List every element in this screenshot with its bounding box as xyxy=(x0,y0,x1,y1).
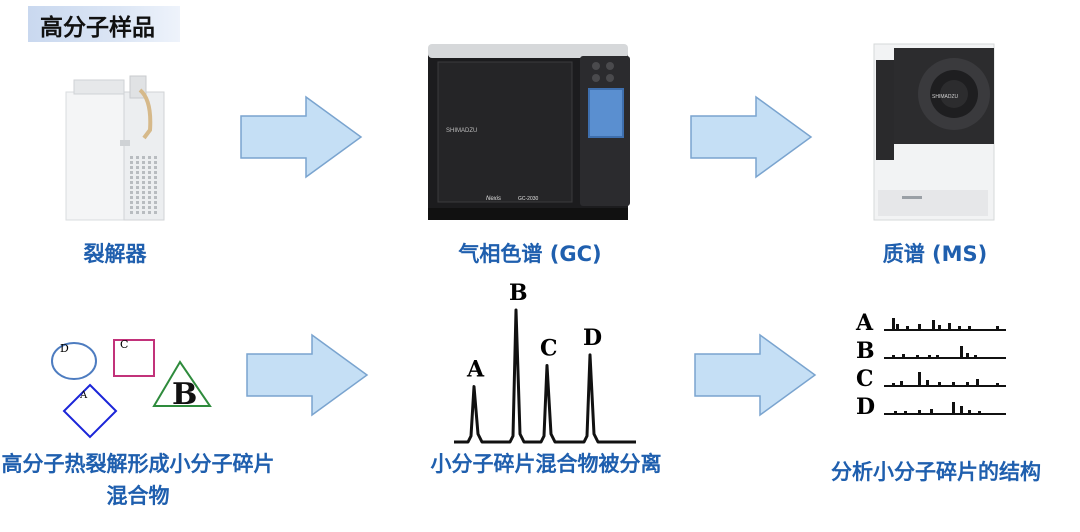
spectrum-bar xyxy=(960,406,963,414)
spectrum-bar xyxy=(916,355,919,358)
spectrum-bar xyxy=(928,355,931,358)
spectrum-bar xyxy=(958,326,961,330)
fragment-square xyxy=(113,339,155,377)
ms-instrument-image: SHIMADZU xyxy=(873,43,995,221)
spectrum-bar xyxy=(960,346,963,358)
gc-instrument-image: SHIMADZU Nexis GC-2030 xyxy=(428,44,630,220)
fragment-triangle-letter: B xyxy=(172,377,197,412)
separation-description: 小分子碎片混合物被分离 xyxy=(430,452,662,476)
spectrum-bar xyxy=(996,383,999,386)
spectrum-bar xyxy=(976,379,979,386)
spectrum-bar xyxy=(902,354,905,358)
gc-brand-text: SHIMADZU xyxy=(446,128,477,134)
spectrum-bar xyxy=(978,411,981,414)
page-title: 高分子样品 xyxy=(40,15,155,41)
spectrum-bar xyxy=(968,410,971,414)
spectrum-row-label: A xyxy=(855,310,874,336)
spectrum-bar xyxy=(966,353,969,358)
fragment-diamond-letter: A xyxy=(79,390,88,401)
fragment-square-letter: C xyxy=(120,338,128,351)
gc-model-number-text: GC-2030 xyxy=(518,196,539,202)
spectrum-bar xyxy=(966,382,969,386)
chromatogram-peak-label: B xyxy=(509,280,528,306)
spectrum-row-label: D xyxy=(856,394,875,420)
spectrum-row-label: C xyxy=(856,366,874,392)
structure-analysis-description: 分析小分子碎片的结构 xyxy=(831,460,1041,484)
spectrum-bar xyxy=(930,409,933,414)
spectrum-bar xyxy=(904,411,907,414)
spectrum-bar xyxy=(996,326,999,330)
ms-brand-text: SHIMADZU xyxy=(932,94,959,100)
spectrum-bar xyxy=(906,326,909,330)
spectrum-bar xyxy=(918,324,921,330)
gc-label: 气相色谱 (GC) xyxy=(458,242,602,266)
polymer-pyrolysis-description: 高分子热裂解形成小分子碎片混合物 xyxy=(1,452,275,508)
spectrum-bar xyxy=(918,410,921,414)
chromatogram-peak-label: D xyxy=(583,325,602,351)
fragment-circle xyxy=(51,342,97,380)
flow-arrow-chromatogram-to-spectra xyxy=(694,333,817,417)
flow-arrow-fragments-to-chromatogram xyxy=(246,333,369,417)
spectrum-bar xyxy=(918,372,921,386)
spectrum-bar xyxy=(938,325,941,330)
pyrolyzer-label: 裂解器 xyxy=(83,242,147,266)
pyrolyzer-image xyxy=(65,75,165,221)
ms-label: 质谱 (MS) xyxy=(882,242,988,266)
spectrum-bar xyxy=(974,355,977,358)
title-banner xyxy=(28,6,180,42)
spectrum-bar xyxy=(938,382,941,386)
spectrum-bar xyxy=(936,355,939,358)
spectrum-bar xyxy=(948,323,951,330)
spectrum-bar xyxy=(896,324,899,330)
spectrum-bar xyxy=(894,411,897,414)
flow-arrow-gc-to-ms xyxy=(690,95,813,179)
flow-arrow-pyrolyzer-to-gc xyxy=(240,95,363,179)
spectrum-bar xyxy=(952,382,955,386)
spectrum-row-label: B xyxy=(856,338,875,364)
chromatogram-peak-label: A xyxy=(466,357,485,383)
fragment-circle-letter: D xyxy=(60,342,69,355)
spectrum-bar xyxy=(892,355,895,358)
spectrum-bar xyxy=(892,383,895,386)
fragment-triangle xyxy=(152,360,212,407)
spectrum-bar xyxy=(900,381,903,386)
spectrum-bar xyxy=(932,320,935,330)
fragment-diamond xyxy=(62,383,118,439)
chromatogram-peak-label: C xyxy=(540,335,558,361)
spectrum-bar xyxy=(952,402,955,414)
polymer-fragments-illustration: D C B A xyxy=(51,338,212,439)
spectrum-bar xyxy=(968,326,971,330)
chromatogram-trace xyxy=(454,308,636,444)
gc-model-text: Nexis xyxy=(486,196,501,202)
spectrum-bar xyxy=(926,380,929,386)
spectrum-bar xyxy=(892,318,895,330)
